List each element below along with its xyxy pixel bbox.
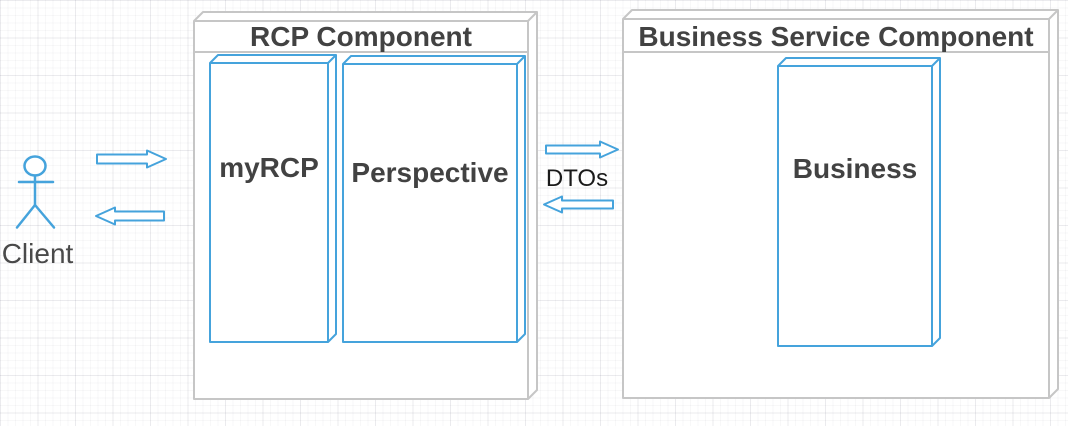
business-cube-edges [778, 57, 941, 346]
business-to-rcp-arrow[interactable] [543, 195, 614, 214]
actor-left-leg [15, 203, 37, 229]
business-box[interactable] [777, 57, 941, 347]
perspective-box[interactable] [342, 55, 526, 343]
client-actor[interactable] [15, 155, 56, 229]
myrcp-cube-edges [210, 54, 337, 342]
myrcp-box[interactable] [209, 54, 337, 343]
actor-right-leg [33, 203, 56, 229]
rcp-component-cube-edges [194, 11, 538, 399]
business-cube-outline [777, 57, 941, 347]
perspective-cube-outline [342, 55, 526, 343]
client-to-rcp-arrow[interactable] [96, 149, 167, 169]
rcp-to-client-arrow[interactable] [95, 206, 165, 226]
business-component-cube-edges [623, 9, 1059, 398]
perspective-cube-edges [343, 55, 526, 342]
actor-head [23, 155, 47, 177]
rcp-to-business-arrow[interactable] [545, 140, 619, 159]
myrcp-cube-outline [209, 54, 337, 343]
